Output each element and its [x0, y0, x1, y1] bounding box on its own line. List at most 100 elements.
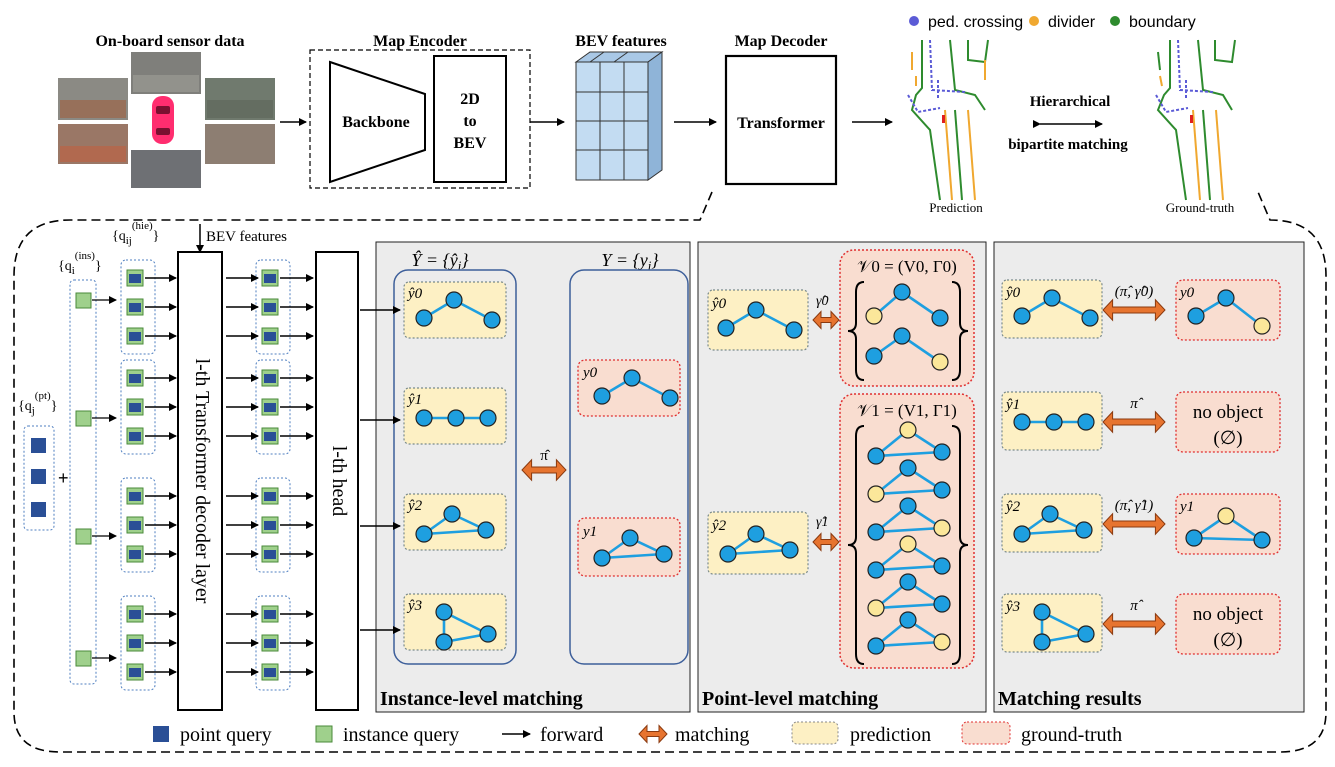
prediction-set-container — [393, 269, 517, 665]
hierarchical-query-inner — [129, 303, 141, 312]
hierarchical-query-inner — [129, 332, 141, 341]
matching-arrow — [1102, 410, 1166, 434]
map-edge — [423, 528, 487, 536]
query-labels: {qij(hie)} {qi(ins)} {qj(pt)} — [18, 220, 159, 417]
plus-sign: + — [58, 468, 69, 488]
hierarchical-query-inner — [129, 668, 141, 677]
map-node — [747, 301, 765, 319]
prediction-box — [707, 289, 809, 351]
map-node — [867, 523, 885, 541]
hierarchical-query-inner — [264, 668, 276, 677]
map-node — [781, 541, 799, 559]
gt-box — [1175, 593, 1281, 655]
map-node — [931, 353, 949, 371]
decoder-layer-block — [177, 251, 223, 711]
sensor-images — [58, 52, 275, 188]
map-node — [933, 481, 951, 499]
empty-set-label: (∅) — [1213, 630, 1242, 651]
map-node — [415, 409, 433, 427]
matching-arrow — [521, 458, 567, 482]
legend-dot — [909, 16, 919, 26]
map-node — [1013, 525, 1031, 543]
legend-dot — [1110, 16, 1120, 26]
map-node — [593, 549, 611, 567]
map-node — [1187, 307, 1205, 325]
map-edge — [1192, 533, 1263, 543]
v0-label: 𝒱0 = (V0, Γ0) — [857, 257, 957, 276]
map-node — [717, 319, 735, 337]
point-query — [31, 502, 46, 517]
encoder-box — [309, 49, 531, 189]
pred-label: ŷ2 — [406, 498, 423, 514]
map-node — [1075, 521, 1093, 539]
transformer-label: Transformer — [737, 115, 825, 132]
pred-label: ŷ2 — [1004, 499, 1021, 515]
map-node — [477, 521, 495, 539]
encoder-title: Map Encoder — [373, 33, 467, 50]
gt-label: y0 — [581, 365, 598, 381]
matching-arrow — [1102, 298, 1166, 322]
map-node — [415, 309, 433, 327]
v1-label: 𝒱1 = (V1, Γ1) — [857, 401, 957, 420]
gamma-label: γ̂0 — [816, 294, 829, 309]
hierarchical-query-inner — [129, 492, 141, 501]
top-legend: ped. crossing divider boundary — [909, 14, 1196, 31]
map-node — [1077, 413, 1095, 431]
map-edge — [875, 637, 944, 648]
map-node — [1033, 603, 1051, 621]
map-node — [1217, 507, 1235, 525]
legend-prediction-swatch — [791, 721, 839, 745]
hierarchical-query-inner — [264, 492, 276, 501]
svg-text:{qij(hie)}: {qij(hie)} — [112, 220, 159, 247]
map-node — [867, 637, 885, 655]
map-node — [899, 497, 917, 515]
hierarchical-query-inner — [264, 550, 276, 559]
hierarchical-query-inner — [129, 403, 141, 412]
hierarchical-query-inner — [129, 610, 141, 619]
camera-image — [205, 124, 275, 164]
instance-query — [75, 292, 92, 309]
map-node — [867, 599, 885, 617]
map-node — [1033, 633, 1051, 651]
map-edge — [875, 447, 944, 458]
map-node — [623, 369, 641, 387]
pred-label: ŷ3 — [406, 598, 422, 614]
detail-callout — [13, 191, 1327, 753]
legend-instance-query-swatch — [315, 725, 333, 743]
hierarchical-query-inner — [264, 374, 276, 383]
map-edge — [875, 485, 944, 496]
map-edge — [875, 561, 944, 572]
legend-gt-swatch — [961, 721, 1011, 745]
map-node — [435, 603, 453, 621]
ground-truth-caption: Ground-truth — [1166, 200, 1235, 215]
map-node — [1253, 531, 1271, 549]
map-node — [1013, 307, 1031, 325]
transformer-block — [724, 54, 838, 186]
point-query — [31, 438, 46, 453]
map-node — [479, 409, 497, 427]
match-label: (π̂, γ̂1) — [1115, 498, 1153, 514]
map-node — [933, 443, 951, 461]
hierarchical-label: Hierarchical — [1030, 94, 1111, 110]
map-node — [593, 387, 611, 405]
head-block — [315, 251, 359, 711]
prediction-box — [1001, 593, 1103, 653]
instance-query-group — [69, 279, 97, 685]
bev-title: BEV features — [575, 33, 666, 50]
results-panel-title: Matching results — [998, 688, 1142, 710]
pred-label: ŷ0 — [406, 286, 423, 302]
map-node — [865, 347, 883, 365]
map-node — [1043, 289, 1061, 307]
map-node — [445, 291, 463, 309]
instance-query — [75, 528, 92, 545]
ground-truth-map — [1155, 39, 1236, 201]
map-node — [483, 311, 501, 329]
set-brace — [847, 281, 865, 381]
map-node — [1013, 413, 1031, 431]
map-node — [1077, 625, 1095, 643]
hierarchical-query-inner — [264, 332, 276, 341]
pred-set-label: Ŷ = {ŷi} — [411, 249, 469, 273]
bev-features-input-label: BEV features — [206, 229, 287, 245]
map-node — [1217, 289, 1235, 307]
map-node — [1253, 317, 1271, 335]
